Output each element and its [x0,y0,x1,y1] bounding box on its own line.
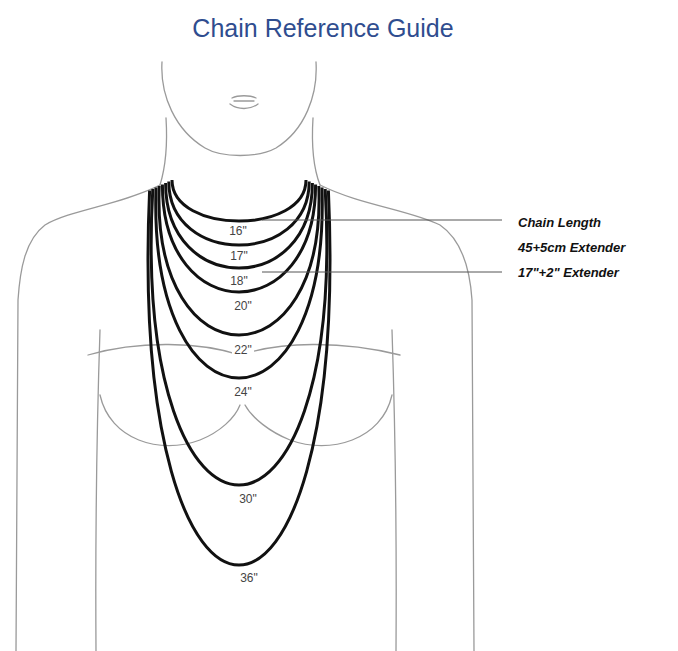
length-label: 16" [227,225,249,238]
chain [162,185,315,293]
neck-right [312,118,320,185]
right-armpit [392,330,396,651]
chain [148,191,330,566]
chain [166,183,313,268]
leader-line [262,272,502,273]
right-shoulder-arm [320,185,474,651]
length-label: 30" [237,493,259,506]
chain [159,186,319,335]
diagram-title: Chain Reference Guide [192,14,453,43]
chain [151,189,327,485]
length-label: 24" [232,386,254,399]
note-label: 17"+2" Extender [518,265,619,280]
note-label: Chain Length [518,215,601,230]
length-label: 17" [228,250,250,263]
note-label: 45+5cm Extender [518,240,625,255]
face-outline [162,62,316,156]
chains [148,180,330,565]
length-label: 36" [238,572,260,585]
mouth [230,96,258,109]
leader-line [262,220,502,221]
chain [172,180,306,221]
left-shoulder-arm [16,185,160,651]
length-label: 18" [228,275,250,288]
chain [156,188,323,379]
neck-left [160,118,167,185]
left-armpit [96,330,100,651]
leader-lines [262,220,502,272]
length-label: 20" [232,300,254,313]
chain [169,182,309,246]
length-label: 22" [232,344,254,357]
body-outline [16,62,474,651]
